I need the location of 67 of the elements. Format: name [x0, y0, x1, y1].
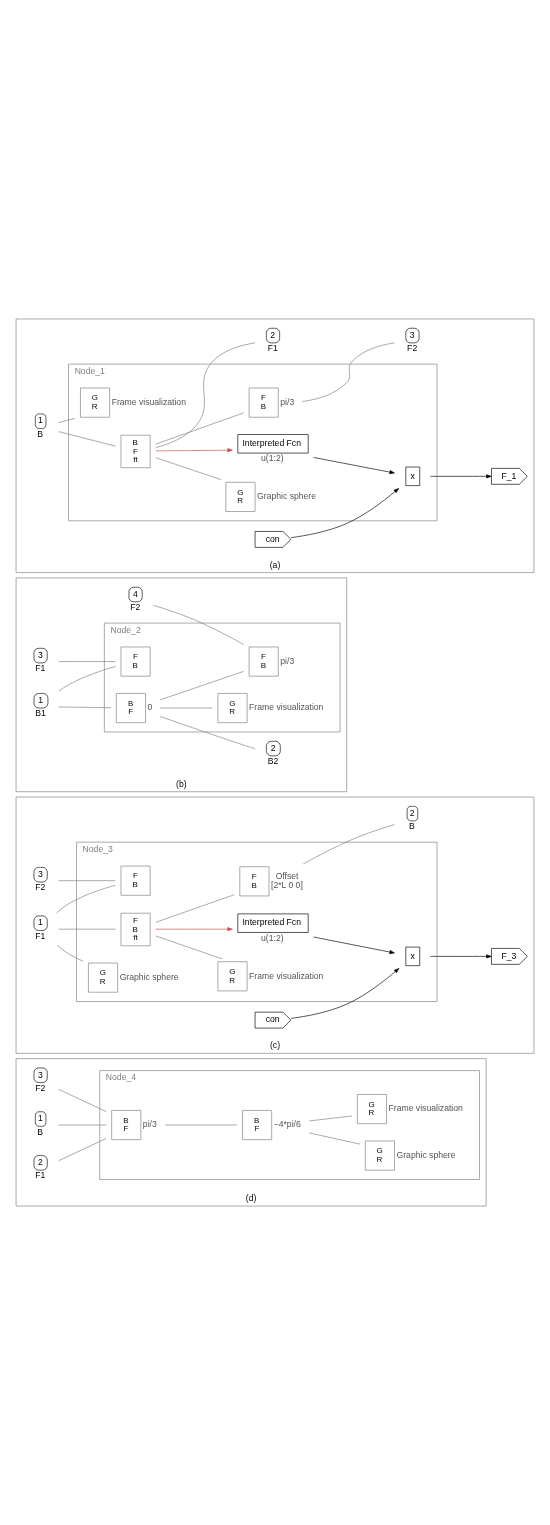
connector — [308, 1132, 361, 1145]
connector — [56, 884, 116, 914]
node-label: Frame visualization — [249, 970, 324, 981]
node-label: Graphic sphere — [396, 1149, 456, 1160]
connector — [155, 935, 223, 960]
node-label: F2 — [407, 343, 418, 354]
node-box: x — [405, 466, 421, 486]
arrow — [155, 927, 233, 932]
connector — [58, 1124, 107, 1126]
arrow — [313, 457, 395, 475]
connector — [302, 824, 395, 865]
connector — [58, 1138, 107, 1162]
node-label: Offset — [275, 870, 299, 881]
arrow — [430, 474, 492, 479]
connector — [155, 342, 256, 448]
arrow — [430, 954, 492, 959]
node-label: pi/3 — [280, 396, 295, 407]
node-label: Frame visualization — [249, 702, 324, 713]
connector — [58, 928, 116, 930]
connector — [58, 1089, 107, 1112]
node-label: F1 — [35, 930, 46, 941]
node-box: Interpreted Fcn — [237, 913, 309, 933]
node-label: B — [37, 428, 44, 439]
connector — [58, 431, 116, 447]
node-label: F1 — [35, 663, 46, 674]
node-label: Frame visualization — [388, 1103, 463, 1114]
node-label: B — [37, 1126, 44, 1137]
node-label: pi/3 — [280, 655, 295, 666]
connector — [153, 605, 245, 645]
node-label: pi/3 — [142, 1119, 157, 1130]
arrow — [313, 936, 395, 954]
connector — [58, 418, 76, 423]
node-label: F1 — [267, 343, 278, 354]
arrow — [290, 488, 399, 538]
node-label: B2 — [267, 756, 279, 767]
connector — [308, 1115, 353, 1122]
connector — [301, 342, 395, 402]
node-label: F2 — [35, 1082, 46, 1093]
node-box: Interpreted Fcn — [237, 434, 309, 454]
node-label: Graphic sphere — [119, 971, 179, 982]
connector — [56, 945, 84, 962]
node-label: u(1:2) — [261, 453, 284, 464]
arrow — [155, 448, 233, 453]
node-label: B — [409, 821, 415, 832]
node-label: u(1:2) — [261, 932, 284, 943]
node-label: Frame visualization — [111, 396, 186, 407]
node-label: 0 — [147, 702, 153, 713]
connector — [159, 716, 256, 750]
node-label: B1 — [35, 708, 46, 719]
connector — [58, 706, 112, 709]
connector — [159, 707, 213, 709]
connector — [58, 661, 116, 662]
node-label: F1 — [35, 1170, 46, 1181]
connector — [155, 894, 235, 923]
node-label: F2 — [35, 882, 46, 893]
connector — [155, 412, 244, 445]
node-box: x — [405, 946, 421, 966]
connector — [155, 457, 222, 480]
connector — [164, 1124, 238, 1126]
node-label: −4*pi/6 — [273, 1119, 301, 1130]
node-label: [2*L 0 0] — [271, 880, 303, 891]
connector — [159, 671, 244, 701]
node-label: Graphic sphere — [257, 491, 317, 502]
connector — [58, 880, 116, 882]
node-label: F2 — [130, 602, 141, 613]
arrow — [290, 968, 400, 1019]
connector — [58, 666, 116, 692]
